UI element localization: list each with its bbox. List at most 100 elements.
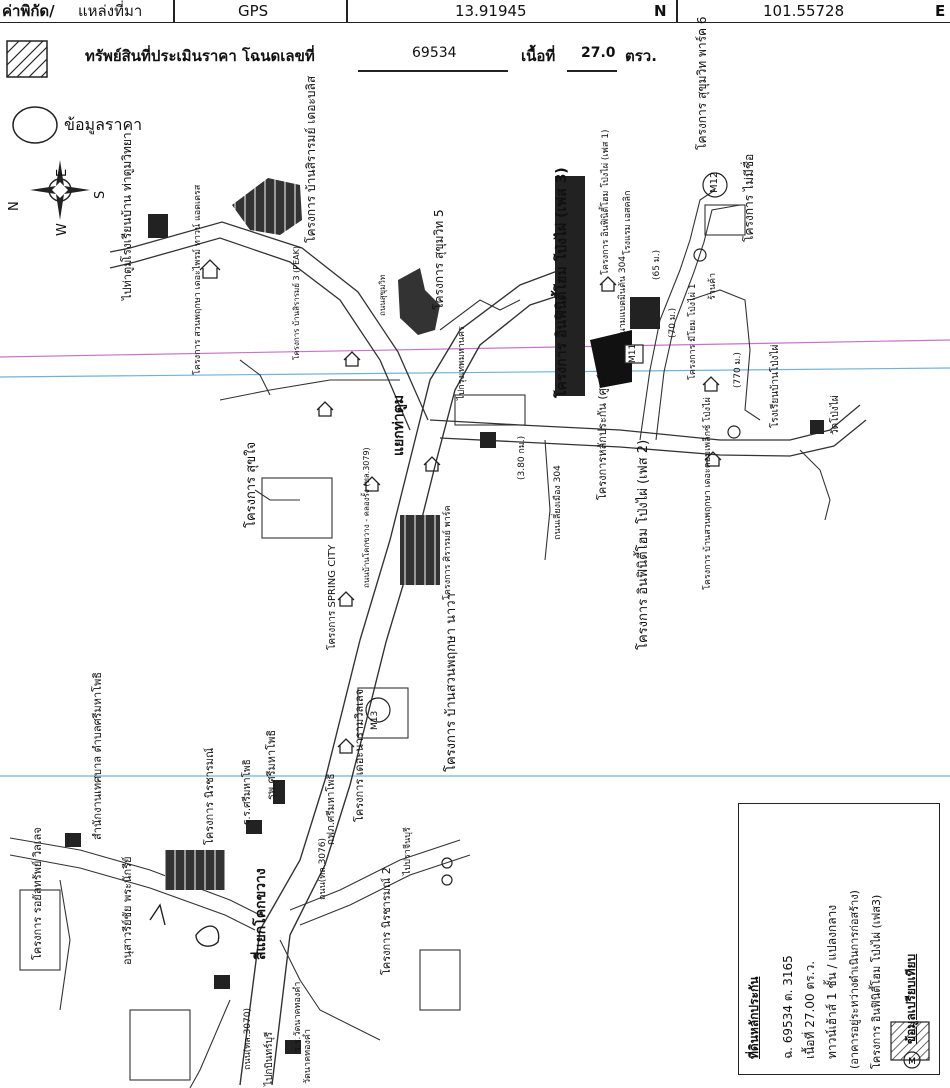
- label-monument: อนุสาวรีย์ชัย พระนักรีย์: [121, 856, 134, 965]
- deed-number: 69534: [412, 45, 457, 61]
- block-sirarom: [232, 178, 302, 235]
- label-school-sri: ร.ร.ศรีมหาโพธิ: [242, 759, 253, 825]
- hatched-parcel-symbol: [6, 40, 48, 78]
- compass-w: W: [55, 223, 70, 236]
- block-phase3: [555, 176, 585, 396]
- m-marker-icon: M: [903, 1051, 921, 1069]
- label-to-tha-tum: ไปท่าตูม: [121, 259, 134, 300]
- parcels: [19, 204, 746, 1081]
- label-proj-mi-yom: โครงการ มีโยม โป่งไผ่ 1: [688, 283, 698, 380]
- subject-legend: ทรัพย์สินที่ประเมินราคา โฉนดเลขที่ 69534…: [0, 36, 950, 78]
- coord-label: ค่าพิกัด/: [2, 2, 55, 20]
- divider: [676, 0, 678, 22]
- source-label: แหล่งที่มา: [78, 2, 143, 20]
- label-proj-peak: โครงการ บ้านสิรารมย์ 3 (PEAK): [292, 245, 301, 360]
- area-label: เนื้อที่: [521, 47, 556, 65]
- info-line4: (อาคารอยู่ระหว่างดำเนินการก่อสร้าง): [848, 890, 861, 1069]
- label-proj-indhome-1: โครงการ อินฟินิตี้โฮม โป่งไผ่ (เฟส 1): [601, 129, 611, 275]
- lower-roads: [9, 837, 471, 1088]
- label-dist-770: (770 ม.): [733, 352, 743, 388]
- label-dist-380: (3.80 กม.): [517, 435, 527, 480]
- label-proj-suk-jai: โครงการ สุขใจ: [244, 441, 259, 528]
- hatched-parcel-symbol: [890, 1021, 930, 1061]
- scan-line: [0, 367, 950, 378]
- monument-icon: [149, 903, 220, 947]
- block-sukhumvit5: [398, 268, 440, 335]
- label-electric-authority: กฟภ.ศรีมหาโพธิ: [326, 773, 337, 846]
- label-proj-devaram: โครงการ เดอะนารามวิลเลจ: [353, 688, 366, 822]
- label-to-bangkok: ไปกรุงเทพมหานคร: [457, 326, 467, 400]
- collateral-info-box: ที่ดินหลักประกัน ฉ. 69534 ต. 3165 เนื้อท…: [738, 803, 940, 1075]
- label-proj-indhome-3: โครงการ อินฟินิตี้โฮม โป่งไผ่ (เฟส 3): [554, 167, 570, 398]
- source-value: GPS: [238, 2, 269, 20]
- divider: [346, 0, 348, 22]
- block-stadium: [630, 297, 660, 329]
- building-icons: [65, 214, 824, 1054]
- info-line2: เนื้อที่ 27.00 ตร.ว.: [803, 960, 817, 1059]
- info-title: ที่ดินหลักประกัน: [747, 976, 761, 1059]
- label-proj-nirun: โครงการ นิรชารมณ์: [203, 747, 216, 845]
- compass-rose: [30, 160, 90, 220]
- house-icons: [199, 259, 722, 754]
- label-proj-maimechue: โครงการ ไม่มีชื่อ: [742, 153, 756, 242]
- compass-n: N: [7, 201, 22, 211]
- label-to-prachin: ไปปราจีนบุรี: [403, 827, 413, 875]
- label-school-tha-tum: โรงเรียนบ้าน ท่าตูมวิทยา: [120, 132, 134, 262]
- area-unit: ตรว.: [625, 47, 657, 65]
- scan-line: [0, 339, 950, 358]
- road-tha-tum: [109, 221, 429, 431]
- info-line3: ทาวน์เฮ้าส์ 1 ชั้น / แปลงกลาง: [825, 904, 839, 1059]
- longitude-direction: E: [935, 2, 946, 20]
- label-to-kabin: ไปกบินทร์บุรี: [264, 1031, 275, 1086]
- label-wat-nakthong: วัดนาคทองคำ: [303, 1029, 313, 1084]
- label-proj-subject: โครงการหลักประกัน (ศูนย์ปลาย): [596, 343, 609, 500]
- label-proj-royal: โครงการ รอยัลทรัพย์ วิลเลจ: [31, 827, 44, 960]
- label-road-3079: ถนนบ้านโคกขวาง - คลองรั้ง (ทล.3079): [362, 447, 371, 588]
- price-circles: [365, 172, 741, 886]
- longitude-value: 101.55728: [763, 2, 845, 20]
- label-factory: โรงแรม เอสคลิก: [623, 190, 633, 255]
- label-proj-ban-suan: โครงการ บ้านสวนพฤกษา เดอะคอมเพล็กซ์ โป่ง…: [703, 397, 713, 590]
- latitude-direction: N: [654, 2, 667, 20]
- label-proj-nirun2: โครงการ นิรชารมณ์ 2: [380, 867, 393, 975]
- label-dist-65: (65 ม.): [652, 249, 662, 280]
- info-line5: โครงการ อินฟินิตี้โฮม โป่งไผ่ (เฟส3): [870, 894, 883, 1069]
- m11-marker-box: [624, 344, 644, 364]
- label-proj-suan-naree: โครงการ บ้านสวนพฤกษา นาวา: [444, 593, 459, 772]
- label-proj-spring: โครงการ SPRING CITY: [327, 544, 338, 650]
- price-info-circle-symbol: [12, 106, 58, 144]
- label-m11: M11: [628, 343, 638, 363]
- label-stadium: สนามแบดมินตัน 304: [618, 255, 628, 340]
- block-sirasarn: [400, 515, 440, 585]
- label-road-304: ถนนเลี่ยงเมือง 304: [553, 465, 563, 540]
- label-road-3076: ถนน(ทล.3076): [318, 838, 328, 900]
- label-intersection-tha-tum: แยกท่าตูม: [391, 394, 407, 456]
- label-m12: M12: [709, 171, 720, 193]
- label-hospital: รพ.ศรีมหาโพธิ: [265, 729, 278, 800]
- info-m-label: ข้อมูลเปรียบเทียบ: [904, 953, 918, 1044]
- latitude-value: 13.91945: [455, 2, 527, 20]
- label-road-3070: ถนน(ทล.3070): [243, 1008, 253, 1070]
- label-proj-ban-sirarom: โครงการ บ้านสิรารมย์ เดอะบลิส: [304, 75, 318, 243]
- label-wat-pong-phai: วัดโป่งไผ่: [830, 395, 841, 435]
- label-proj-sukhumvit5: โครงการ สุขุมวิท 5: [432, 209, 446, 310]
- coordinates-header: ค่าพิกัด/ แหล่งที่มา GPS 13.91945 N 101.…: [0, 0, 950, 23]
- deed-underline: [358, 70, 508, 72]
- local-roads: [219, 189, 831, 561]
- location-map: N E S W โรงเรียนบ้าน ท่าตูมวิทยา ไปท่าตู…: [0, 16, 950, 1088]
- svg-text:M: M: [908, 1057, 916, 1067]
- label-proj-sukhumvit-park6: โครงการ สุขุมวิท พาร์ค 6: [695, 16, 709, 150]
- info-line1: ฉ. 69534 ต. 3165: [781, 955, 795, 1059]
- label-m13: M13: [370, 710, 380, 730]
- area-underline: [567, 70, 617, 72]
- label-proj-indhome-2: โครงการ อินฟินิตี้โฮม โป่งไผ่ (เฟส 2): [636, 439, 651, 650]
- label-intersection-kok: สี่แยกโคกขวาง: [253, 868, 269, 960]
- label-shop: ร้านค้า: [708, 272, 718, 300]
- area-value: 27.0: [581, 45, 616, 61]
- price-info-label: ข้อมูลราคา: [64, 115, 143, 134]
- label-dist-70: (70 ม.): [668, 307, 678, 338]
- compass-e: E: [55, 168, 70, 177]
- subject-block: [590, 330, 632, 388]
- label-road-sukhumvit: ถนนสุขุมวิท: [378, 274, 387, 316]
- compass-s: S: [93, 190, 108, 199]
